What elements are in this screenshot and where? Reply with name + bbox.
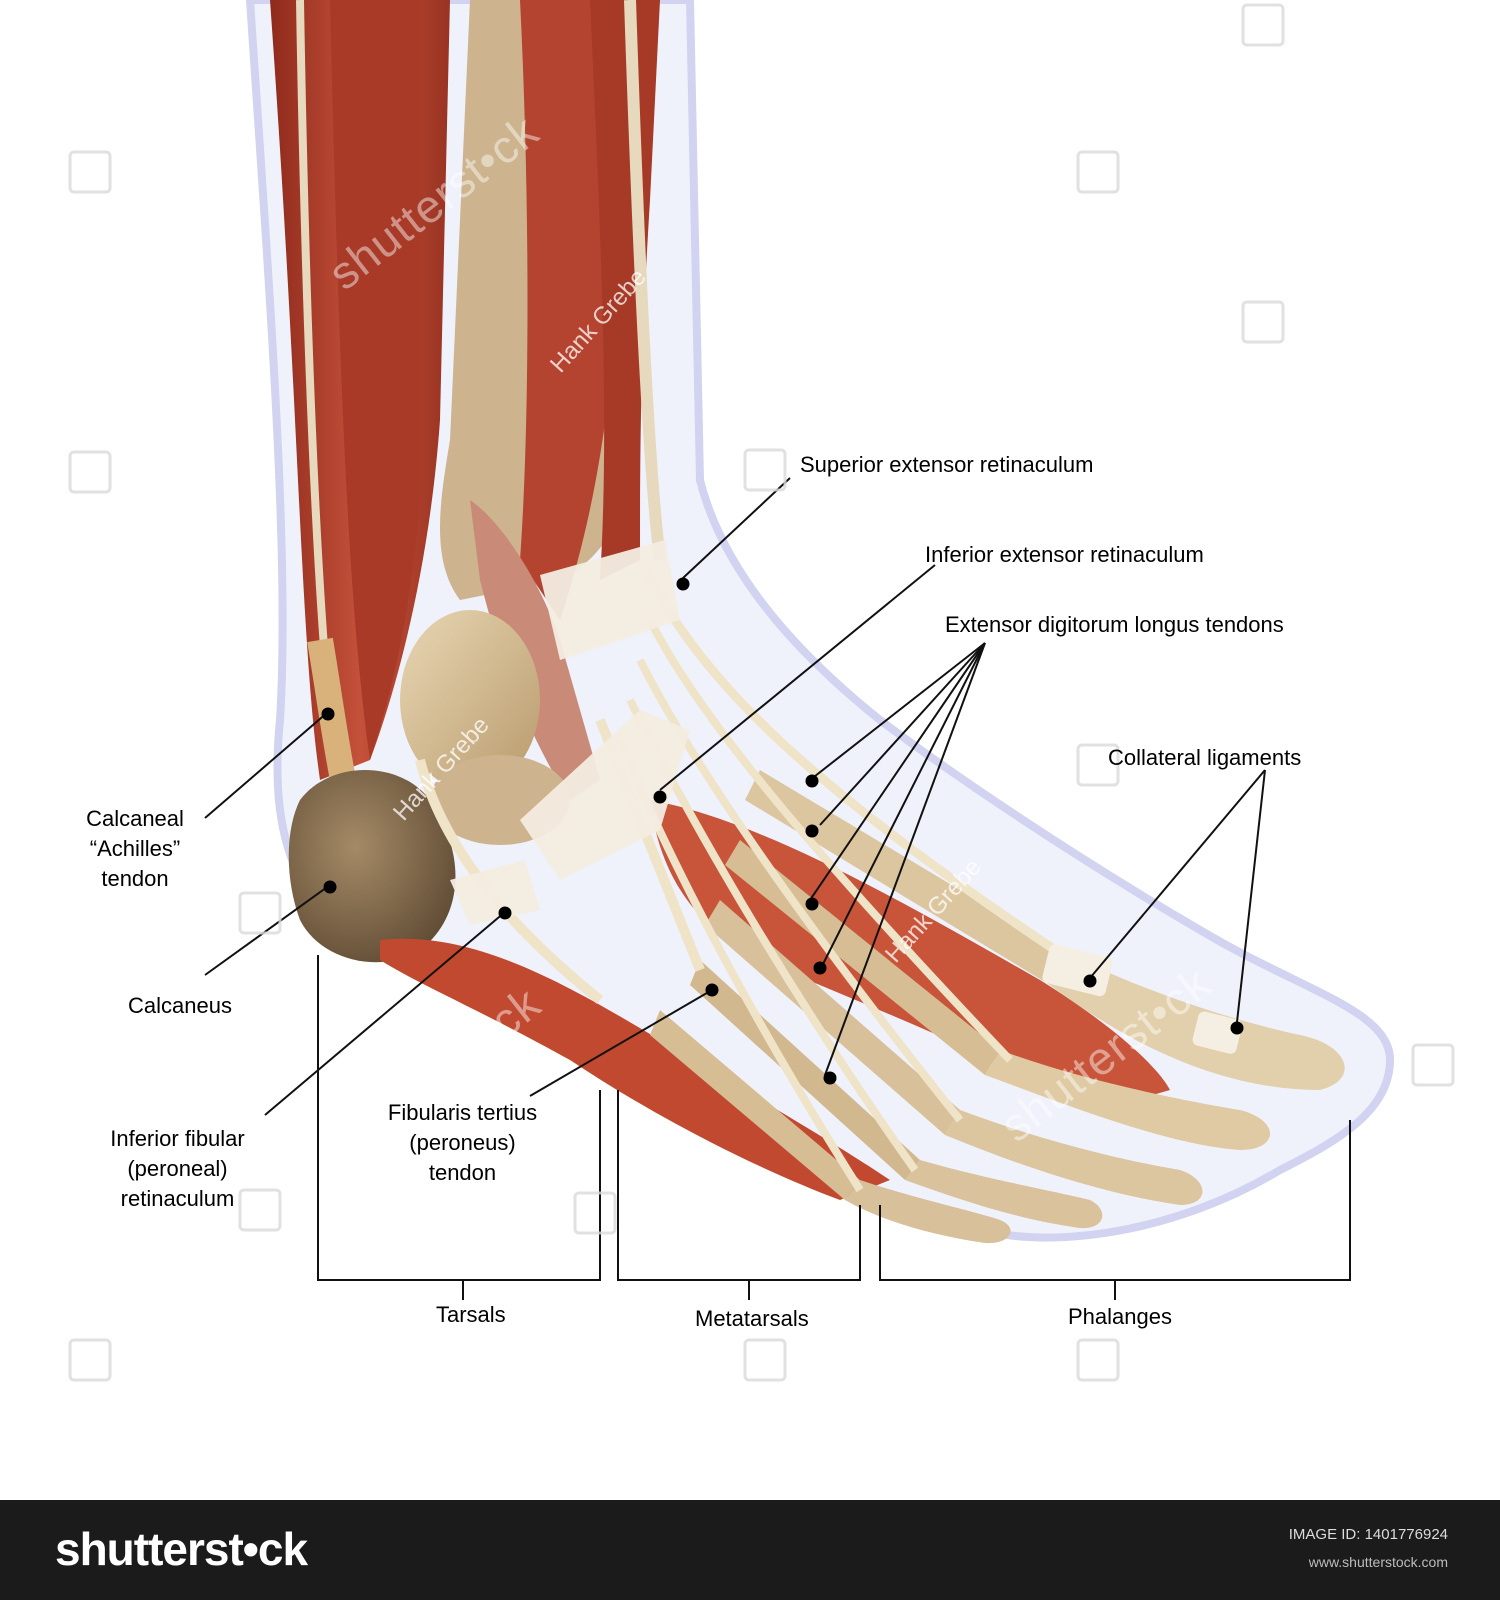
label-tarsals: Tarsals <box>436 1302 506 1327</box>
inferior-extensor-retinaculum-band <box>520 710 690 880</box>
toe-4 <box>905 1160 1103 1229</box>
label-fibularis-line-1: Fibularis tertius <box>387 1100 538 1125</box>
label-superior-extensor-retinaculum: Superior extensor retinaculum <box>800 452 1094 477</box>
label-inferior-fibular-line-2: (peroneal) <box>127 1156 228 1181</box>
foot-anatomy-illustration <box>68 0 1455 1382</box>
plantar-muscle <box>380 938 890 1200</box>
extensor-tendon-3 <box>636 658 964 1123</box>
label-phalanges: Phalanges <box>1068 1304 1172 1329</box>
collateral-ligament-2 <box>1192 1011 1243 1054</box>
label-fibularis-line-2: (peroneus) <box>409 1130 516 1155</box>
label-dots <box>321 577 1244 1085</box>
metatarsal-5 <box>650 1010 860 1200</box>
label-extensor-digitorum-longus-tendons: Extensor digitorum longus tendons <box>945 612 1284 637</box>
label-collateral-ligaments: Collateral ligaments <box>1108 745 1302 770</box>
superior-extensor-retinaculum-band <box>540 540 680 660</box>
toe-2 <box>985 1050 1270 1150</box>
metatarsal-3 <box>705 900 960 1135</box>
footer-image-id: IMAGE ID: 1401776924 <box>1288 1526 1448 1543</box>
label-inferior-fibular-retinaculum: Inferior fibular (peroneal) retinaculum <box>90 1124 265 1214</box>
metatarsal-4 <box>690 960 920 1180</box>
label-fibularis-line-3: tendon <box>428 1160 497 1185</box>
footer-site-url: www.shutterstock.com <box>1308 1554 1448 1570</box>
label-inferior-fibular-line-3: retinaculum <box>120 1186 235 1211</box>
leg-muscle-front-2 <box>590 0 660 580</box>
label-fibularis-tertius-tendon: Fibularis tertius (peroneus) tendon <box>370 1098 555 1188</box>
talus-bone <box>400 610 540 790</box>
stock-footer-bar: shutterst•ck IMAGE ID: 1401776924 www.sh… <box>0 1500 1500 1600</box>
leg-tendon-2 <box>624 0 666 561</box>
label-calcaneal-tendon: Calcaneal “Achilles” tendon <box>65 804 205 894</box>
watermark-squares <box>68 3 1455 1382</box>
label-calcaneal-tendon-line-3: tendon <box>101 866 169 891</box>
label-inferior-extensor-retinaculum: Inferior extensor retinaculum <box>925 542 1204 567</box>
toe-5 <box>845 1180 1011 1244</box>
label-inferior-fibular-line-1: Inferior fibular <box>110 1126 245 1151</box>
label-calcaneal-tendon-line-1: Calcaneal <box>86 806 184 831</box>
label-metatarsals: Metatarsals <box>695 1306 809 1331</box>
extensor-tendon-2 <box>646 618 1013 1063</box>
footer-brand-logo: shutterst•ck <box>55 1523 308 1575</box>
tibialis-anterior-muscle <box>470 500 600 800</box>
label-calcaneal-tendon-line-2: “Achilles” <box>89 836 181 861</box>
metatarsal-1 <box>745 770 1060 985</box>
leg-muscle-mid <box>330 0 420 760</box>
toe-3 <box>945 1110 1203 1205</box>
leg-muscle-front-1 <box>520 0 610 620</box>
calcaneus-bone <box>288 770 456 963</box>
label-calcaneus: Calcaneus <box>128 993 232 1018</box>
inferior-fibular-retinaculum-band <box>450 860 540 925</box>
leader-lines <box>204 477 1351 1300</box>
